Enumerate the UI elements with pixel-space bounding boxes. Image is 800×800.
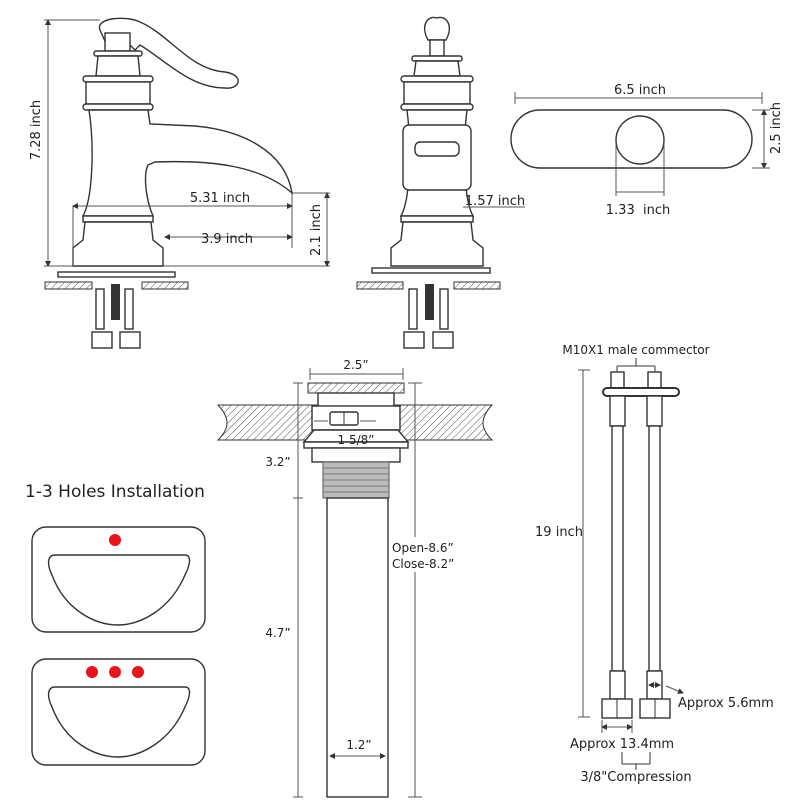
spout-reach-label: 3.9 inch [201, 232, 253, 247]
drain-pipe-label: 1.2” [346, 738, 371, 752]
drain-close-label: Close-8.2” [392, 557, 454, 571]
faucet-width-label: 1.57 inch [465, 194, 525, 209]
cover-plate: 6.5 inch 2.5 inch 1.33 inch [510, 83, 784, 218]
plate-length-label: 6.5 inch [614, 83, 666, 98]
drain-open-label: Open-8.6” [392, 541, 454, 555]
drain-opening-label: 1 5/8” [338, 433, 375, 447]
faucet-front-view: 1.57 inch [356, 16, 525, 349]
drain-upper-label: 3.2” [265, 455, 290, 469]
three-hole-marker [132, 666, 144, 678]
faucet-reach-label: 5.31 inch [190, 191, 250, 206]
plate-hole-label: 1.33 inch [606, 203, 670, 218]
pop-up-drain: 2.5” 1 5/8” 3.2” 4.7” Open-8.6” Close-8.… [216, 358, 494, 798]
faucet-height-label: 7.28 inch [29, 100, 44, 160]
drain-cap-label: 2.5” [343, 358, 368, 372]
hose-length-label: 19 inch [535, 525, 583, 540]
hose-right [639, 395, 671, 719]
holes-installation: 1-3 Holes Installation [25, 482, 206, 766]
supply-hoses: M10X1 male commector 19 inch Approx 5.6m… [535, 343, 774, 785]
plate-width-label: 2.5 inch [769, 102, 784, 154]
holes-title: 1-3 Holes Installation [25, 482, 205, 502]
hose-left [601, 395, 633, 719]
one-hole-marker [109, 534, 121, 546]
hose-inner-label: Approx 5.6mm [678, 696, 774, 711]
hose-compression-label: 3/8"Compression [580, 770, 691, 785]
hose-nut-label: Approx 13.4mm [570, 737, 674, 752]
three-hole-marker [109, 666, 121, 678]
three-hole-marker [86, 666, 98, 678]
faucet-side-view: 7.28 inch 5.31 inch 3.9 inch 2.1 inch [29, 17, 330, 349]
connector-label: M10X1 male commector [562, 343, 709, 357]
drain-lower-label: 4.7” [265, 626, 290, 640]
spout-height-label: 2.1 inch [309, 204, 324, 256]
